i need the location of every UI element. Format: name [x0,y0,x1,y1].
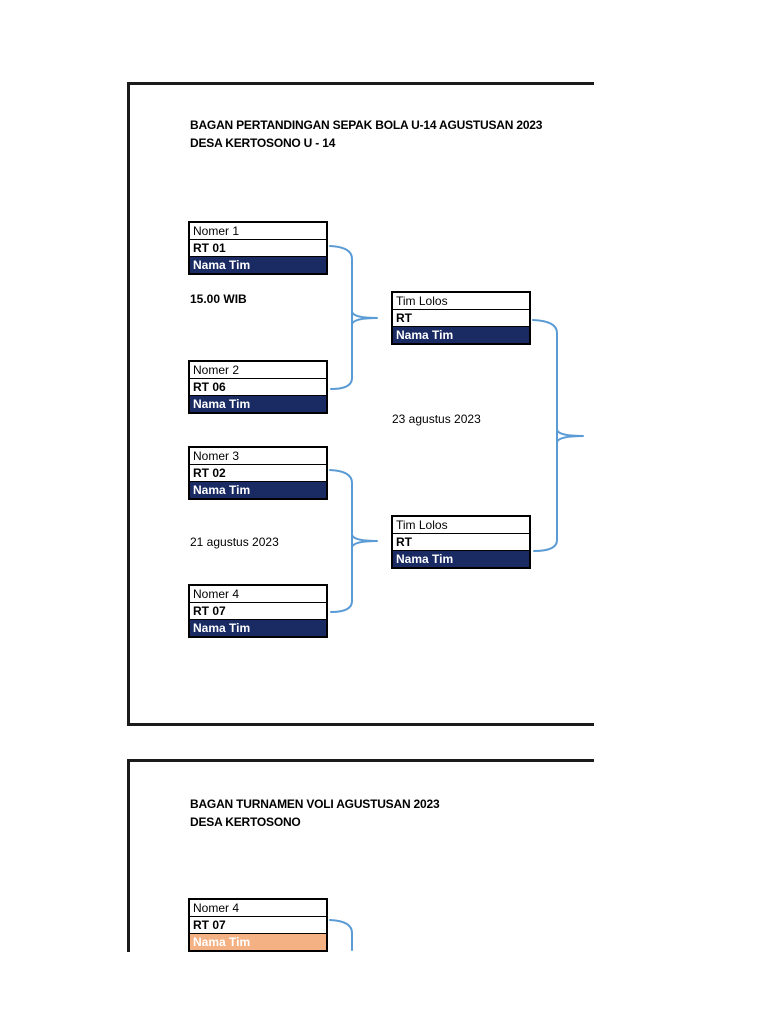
page2-team-box-1: Nomer 4 RT 07 Nama Tim [188,898,328,952]
team-box-3: Nomer 3 RT 02 Nama Tim [188,446,328,500]
round1-date-label: 21 agustus 2023 [190,535,279,549]
winner-box-2: Tim Lolos RT Nama Tim [391,515,531,569]
match1-time-label: 15.00 WIB [190,292,247,306]
team-box-2-rt: RT 06 [190,378,326,395]
winner-box-1: Tim Lolos RT Nama Tim [391,291,531,345]
winner-box-1-rt: RT [393,309,529,326]
team-box-3-nomer: Nomer 3 [193,449,240,463]
team-box-4-rt: RT 07 [190,602,326,619]
final-date-label: 23 agustus 2023 [392,412,481,426]
page2-title-line2: DESA KERTOSONO [190,815,301,829]
page2-team-box-1-nomer: Nomer 4 [193,901,240,915]
team-box-4: Nomer 4 RT 07 Nama Tim [188,584,328,638]
winner-box-1-name: Nama Tim [393,326,529,343]
team-box-1-name: Nama Tim [190,256,326,273]
team-box-3-name: Nama Tim [190,481,326,498]
team-box-2-name: Nama Tim [190,395,326,412]
winner-box-2-rt: RT [393,533,529,550]
team-box-1-nomer: Nomer 1 [193,224,240,238]
page1-title-line2: DESA KERTOSONO U - 14 [190,136,336,150]
page2-title-line1: BAGAN TURNAMEN VOLI AGUSTUSAN 2023 [190,797,440,811]
winner-box-2-name: Nama Tim [393,550,529,567]
team-box-4-name: Nama Tim [190,619,326,636]
team-box-1: Nomer 1 RT 01 Nama Tim [188,221,328,275]
team-box-1-rt: RT 01 [190,239,326,256]
team-box-2-nomer: Nomer 2 [193,363,240,377]
winner-box-1-label: Tim Lolos [396,294,448,308]
team-box-2: Nomer 2 RT 06 Nama Tim [188,360,328,414]
winner-box-2-label: Tim Lolos [396,518,448,532]
team-box-4-nomer: Nomer 4 [193,587,240,601]
team-box-3-rt: RT 02 [190,464,326,481]
page1-title-line1: BAGAN PERTANDINGAN SEPAK BOLA U-14 AGUST… [190,118,543,132]
page2-team-box-1-name: Nama Tim [190,933,326,950]
page2-team-box-1-rt: RT 07 [190,916,326,933]
